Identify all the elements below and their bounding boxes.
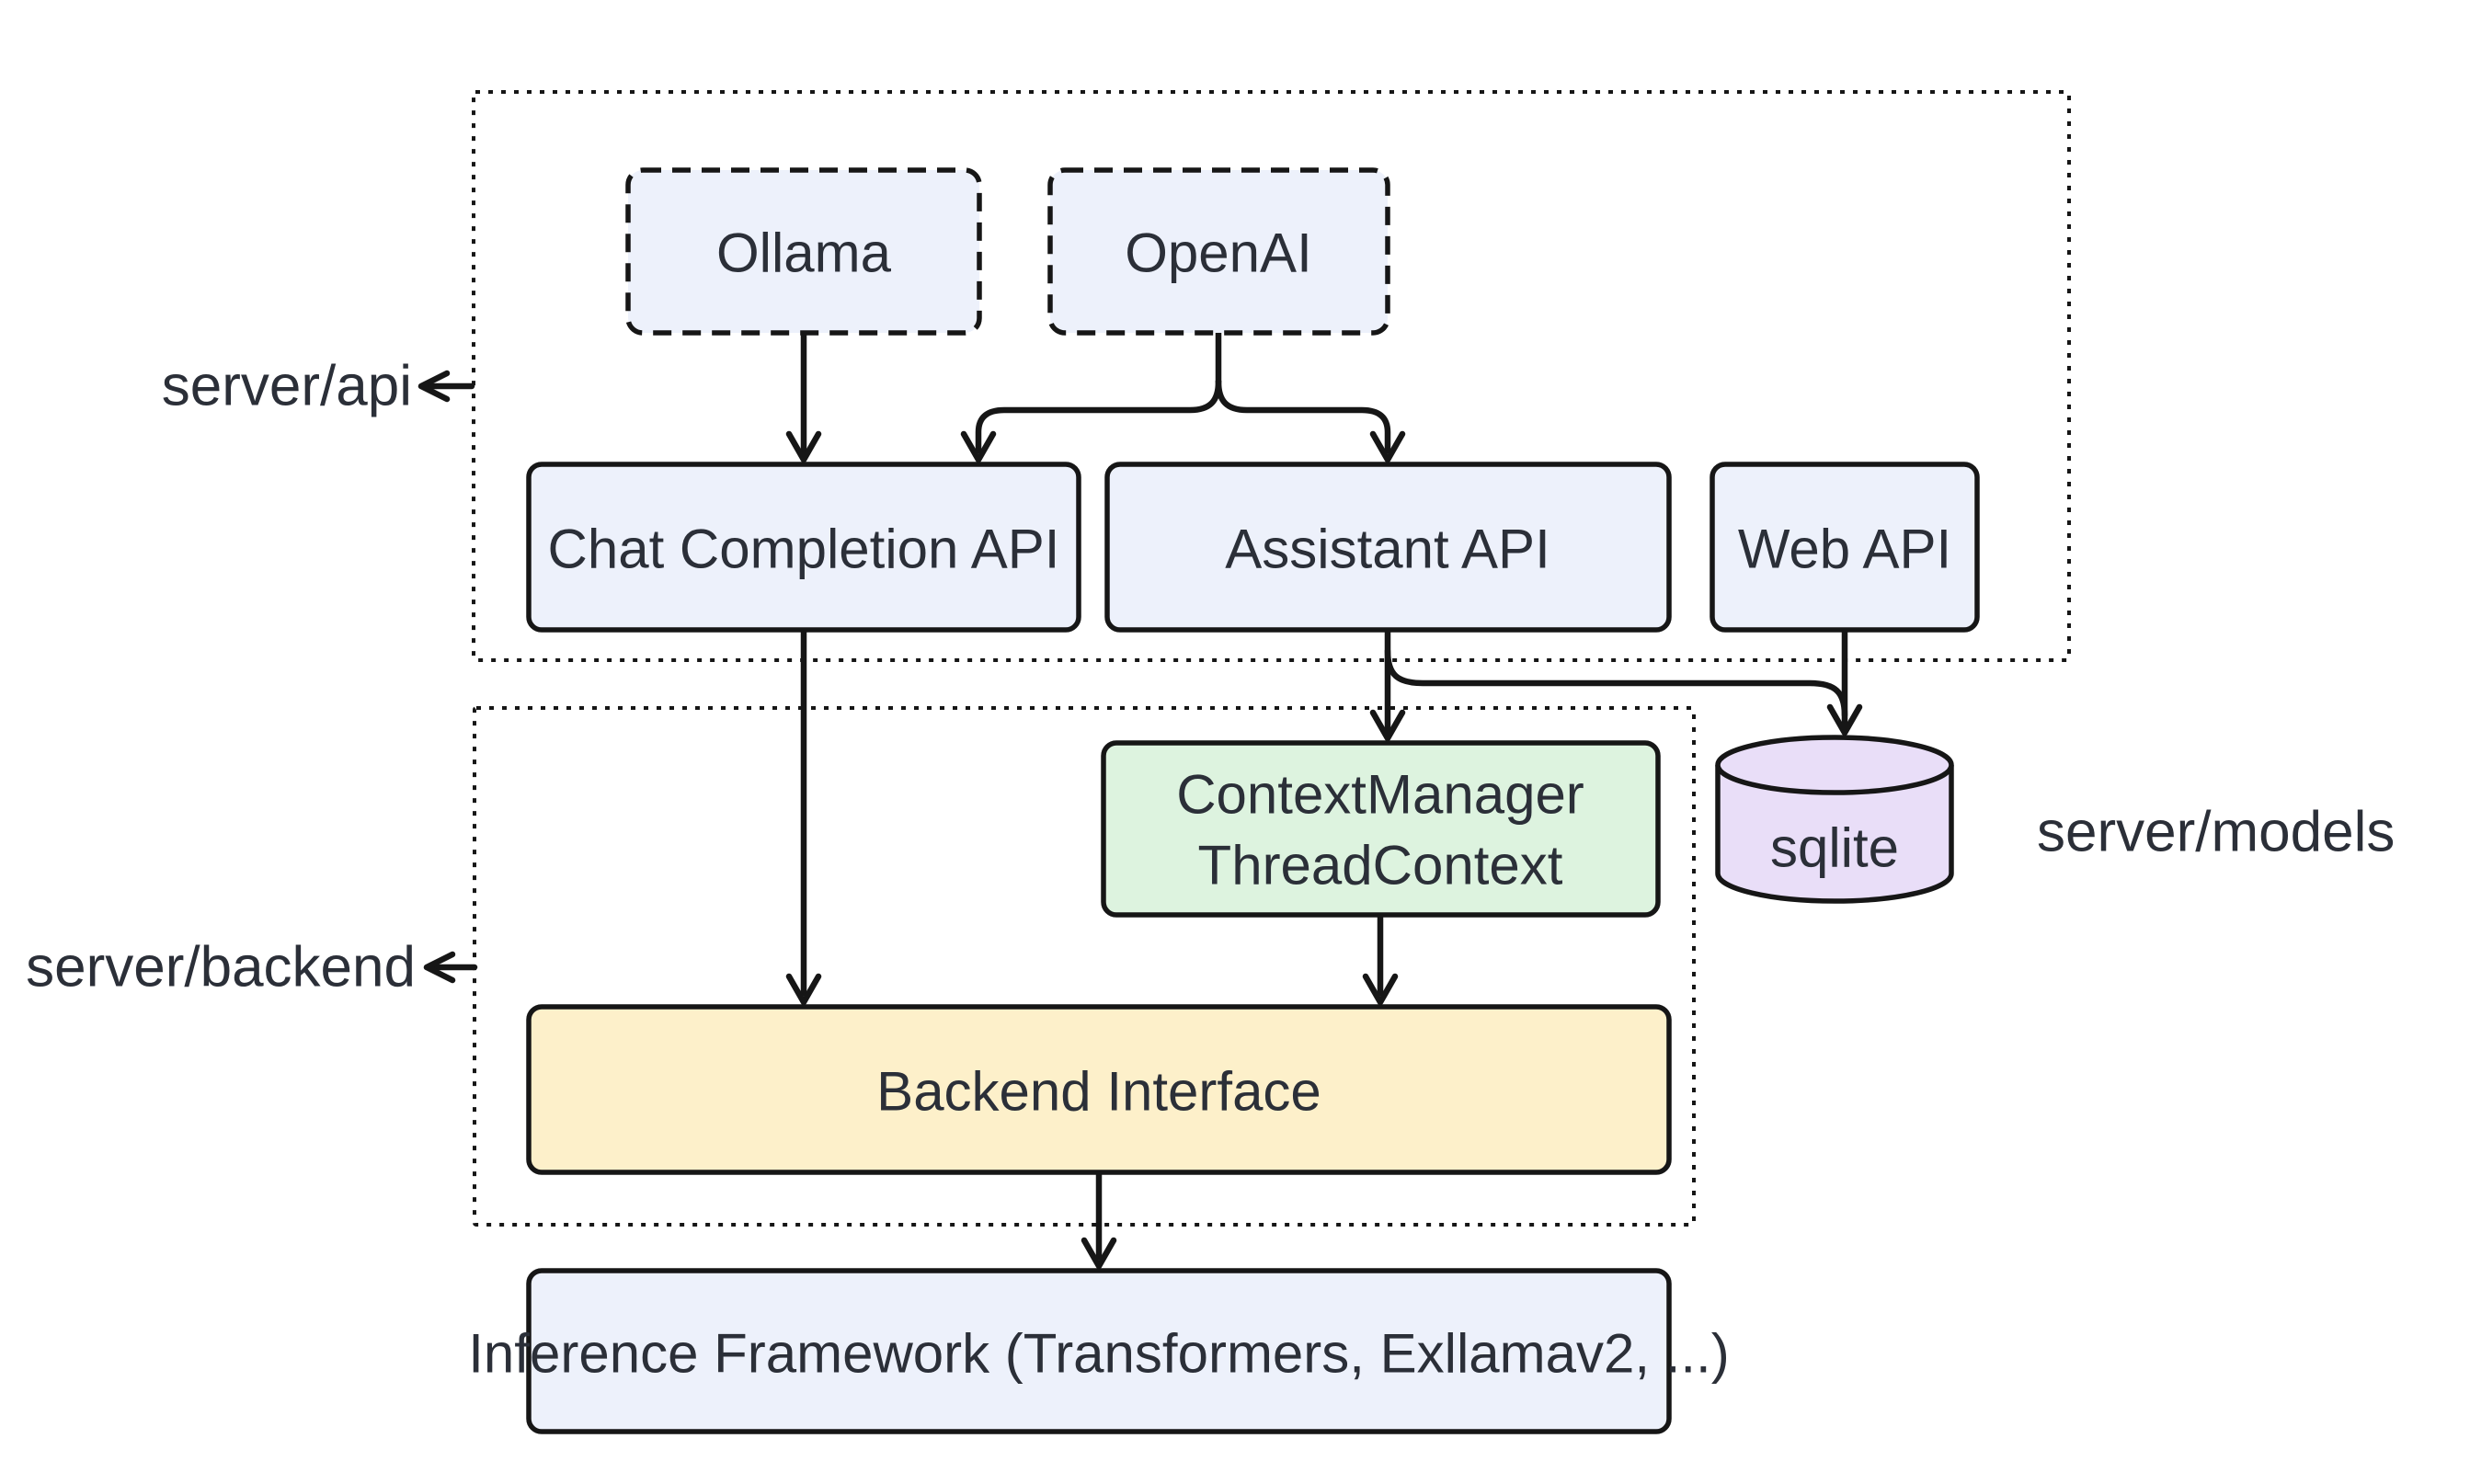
edge-assistant-to-sqlite xyxy=(1384,647,1848,719)
node-inference-framework xyxy=(526,1268,1672,1434)
node-web-api xyxy=(1710,462,1980,633)
sqlite-cylinder-body xyxy=(1715,765,1954,904)
sqlite-cylinder-top xyxy=(1715,735,1954,795)
node-backend-interface xyxy=(526,1004,1672,1175)
node-sqlite-label: sqlite xyxy=(1770,817,1899,879)
server-models-label: server/models xyxy=(2037,801,2395,864)
server-backend-label: server/backend xyxy=(26,936,416,999)
server-api-label-arrowhead xyxy=(417,370,451,403)
edge-chat-backend-arrowhead xyxy=(785,973,822,1006)
node-context-manager xyxy=(1101,740,1661,918)
node-backend-interface-label: Backend Interface xyxy=(876,1061,1321,1123)
server-api-label: server/api xyxy=(162,355,412,418)
edge-backend-inference-arrowhead xyxy=(1081,1237,1117,1270)
node-context-manager-label-line1: ContextManager xyxy=(1176,764,1584,826)
edge-context-backend-arrowhead xyxy=(1362,973,1399,1006)
node-assistant-api xyxy=(1104,462,1672,633)
node-openai-label: OpenAI xyxy=(1125,223,1311,284)
edge-sqlite-arrowhead xyxy=(1826,703,1863,736)
edge-openai-assistant-arrowhead xyxy=(1369,430,1406,463)
node-web-api-label: Web API xyxy=(1738,519,1951,580)
node-openai xyxy=(1047,167,1390,336)
node-inference-framework-label: Inference Framework (Transformers, Exlla… xyxy=(468,1323,1729,1385)
edge-openai-to-chat-completion xyxy=(975,378,1222,454)
node-context-manager-label-line2: ThreadContext xyxy=(1198,835,1563,896)
edge-openai-chat-arrowhead xyxy=(960,430,997,463)
edge-ollama-arrowhead xyxy=(785,430,822,463)
node-chat-completion-api xyxy=(526,462,1081,633)
node-ollama-label: Ollama xyxy=(716,223,892,284)
server-backend-label-arrowhead xyxy=(423,951,456,984)
edge-assistant-context-arrowhead xyxy=(1369,709,1406,742)
node-sqlite-cylinder: sqlite xyxy=(1715,735,1954,904)
node-ollama xyxy=(625,167,982,336)
node-assistant-api-label: Assistant API xyxy=(1225,519,1550,580)
node-chat-completion-api-label: Chat Completion API xyxy=(548,519,1060,580)
edge-openai-to-assistant xyxy=(1215,378,1391,454)
